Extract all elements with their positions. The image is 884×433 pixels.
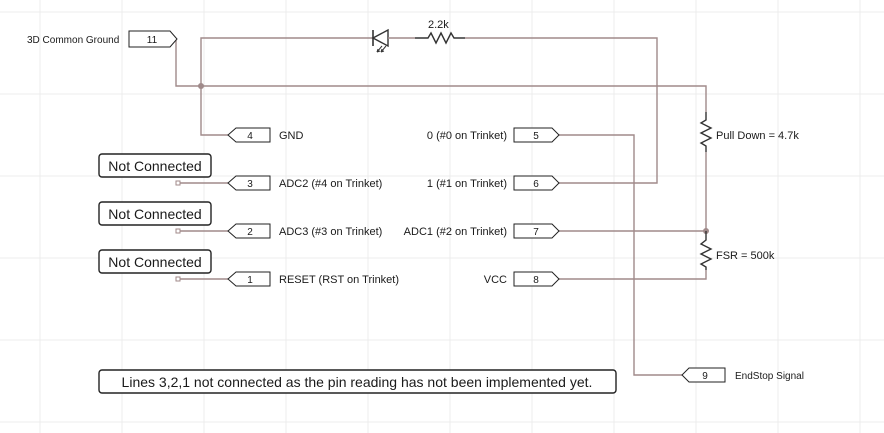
pin-port-2[interactable] <box>227 223 271 239</box>
wire-ground-net <box>175 39 707 112</box>
pin-port-7[interactable] <box>513 223 560 239</box>
not-connected-box <box>98 153 212 178</box>
pulldown-label: Pull Down = 4.7k <box>716 130 799 142</box>
wires <box>175 37 707 376</box>
pin-label-adc2: ADC2 (#4 on Trinket) <box>279 178 382 190</box>
pin-label-gnd: GND <box>279 130 304 142</box>
pin-port-6[interactable] <box>513 175 560 191</box>
pin-port-5[interactable] <box>513 127 560 143</box>
resistor-pulldown <box>699 112 713 152</box>
not-connected-box <box>98 249 212 274</box>
wire-fsr-to-vcc <box>559 270 707 280</box>
not-connected-box <box>98 201 212 226</box>
pin-number-5: 5 <box>533 131 539 142</box>
endstop-pin-number: 9 <box>702 371 708 382</box>
unconnected-stub-end <box>175 180 181 186</box>
pin-label-reset: RESET (RST on Trinket) <box>279 274 399 286</box>
fsr-label: FSR = 500k <box>716 250 775 262</box>
pin-label-vcc: VCC <box>484 274 507 286</box>
junction-dot-ground <box>198 83 204 89</box>
ground-net-port[interactable] <box>128 30 178 48</box>
pin-port-1[interactable] <box>227 271 271 287</box>
pin-label-0: 0 (#0 on Trinket) <box>427 130 507 142</box>
wire-pin5-endstop <box>559 134 682 376</box>
endstop-port[interactable] <box>681 367 726 383</box>
pin-number-8: 8 <box>533 275 539 286</box>
not-connected-label: Not Connected <box>108 158 201 174</box>
pin-number-3: 3 <box>247 179 253 190</box>
endstop-label: EndStop Signal <box>735 371 804 382</box>
not-connected-label: Not Connected <box>108 254 201 270</box>
pin-port-3[interactable] <box>227 175 271 191</box>
wire-series-to-pin6 <box>465 37 658 184</box>
pin-number-1: 1 <box>247 275 253 286</box>
unconnected-stub-end <box>175 276 181 282</box>
pin-label-adc3: ADC3 (#3 on Trinket) <box>279 226 382 238</box>
unconnected-stub-end <box>175 228 181 234</box>
note-text: Lines 3,2,1 not connected as the pin rea… <box>122 374 593 390</box>
pin-number-4: 4 <box>247 131 253 142</box>
pin-port-8[interactable] <box>513 271 560 287</box>
resistor-fsr <box>699 231 713 270</box>
pin-number-7: 7 <box>533 227 539 238</box>
ground-net-pin-number: 11 <box>147 35 158 46</box>
wire-series-branch <box>200 37 345 86</box>
resistor-2k2 <box>415 31 465 45</box>
wire-gnd-pin4 <box>200 86 228 136</box>
pin-number-6: 6 <box>533 179 539 190</box>
ground-net-label: 3D Common Ground <box>27 35 119 46</box>
resistor-value-label: 2.2k <box>428 19 449 31</box>
pin-label-1: 1 (#1 on Trinket) <box>427 178 507 190</box>
not-connected-label: Not Connected <box>108 206 201 222</box>
pin-number-2: 2 <box>247 227 253 238</box>
led-diode <box>345 28 415 53</box>
pin-port-4[interactable] <box>227 127 271 143</box>
pin-label-adc1: ADC1 (#2 on Trinket) <box>404 226 507 238</box>
note-box <box>98 369 617 394</box>
